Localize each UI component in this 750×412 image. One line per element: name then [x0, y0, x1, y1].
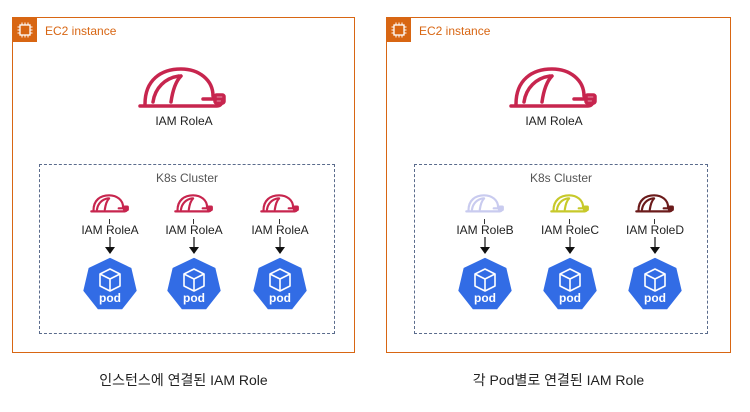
arrow-down-icon — [275, 237, 285, 254]
arrow-down-icon — [650, 237, 660, 254]
pod-icon: pod — [250, 255, 310, 320]
hard-hat-icon — [635, 194, 674, 213]
k8s-cluster-left: K8s Cluster IAM RoleA — [39, 164, 335, 334]
pod-label: pod — [269, 291, 291, 305]
pod-icon: pod — [80, 255, 140, 320]
hard-hat-icon — [174, 194, 213, 213]
connector-line — [193, 219, 194, 224]
pod-role-label: IAM RoleA — [81, 223, 139, 237]
main-role-label: IAM RoleA — [525, 114, 583, 128]
pod-label: pod — [559, 291, 581, 305]
main-role-label: IAM RoleA — [155, 114, 213, 128]
main-role-hard-hat-icon — [138, 67, 226, 108]
pod-column: IAM RoleD pod — [615, 189, 695, 329]
arrow-down-icon — [565, 237, 575, 254]
ec2-instance-panel-right: EC2 instance IAM RoleA K8s Cluster — [386, 17, 731, 353]
arrow-down-icon — [480, 237, 490, 254]
pod-icon: pod — [455, 255, 515, 320]
k8s-cluster-label: K8s Cluster — [529, 171, 593, 185]
connector-line — [569, 219, 570, 224]
ec2-instance-label: EC2 instance — [45, 24, 117, 38]
pod-column: IAM RoleA pod — [70, 189, 150, 329]
connector-line — [279, 219, 280, 224]
pod-label: pod — [644, 291, 666, 305]
pod-label: pod — [99, 291, 121, 305]
pod-column: IAM RoleB pod — [445, 189, 525, 329]
pod-role-label: IAM RoleA — [165, 223, 223, 237]
connector-line — [654, 219, 655, 224]
arrow-down-icon — [189, 237, 199, 254]
pod-label: pod — [474, 291, 496, 305]
pod-column: IAM RoleA pod — [240, 189, 320, 329]
caption-left: 인스턴스에 연결된 IAM Role — [99, 372, 268, 388]
pod-label: pod — [183, 291, 205, 305]
main-role-hard-hat-icon — [509, 67, 597, 108]
ec2-chip-icon — [387, 18, 411, 42]
caption-right: 각 Pod별로 연결된 IAM Role — [472, 372, 645, 388]
hard-hat-icon — [260, 194, 299, 213]
pod-role-label: IAM RoleD — [625, 223, 684, 237]
ec2-instance-label: EC2 instance — [419, 24, 491, 38]
pod-icon: pod — [625, 255, 685, 320]
hard-hat-icon — [90, 194, 129, 213]
ec2-instance-panel-left: EC2 instance IAM RoleA K8s Cluster — [12, 17, 355, 353]
arrow-down-icon — [105, 237, 115, 254]
ec2-chip-icon — [13, 18, 37, 42]
pod-icon: pod — [164, 255, 224, 320]
k8s-cluster-right: K8s Cluster IAM RoleB — [414, 164, 708, 334]
connector-line — [109, 219, 110, 224]
pod-column: IAM RoleC pod — [530, 189, 610, 329]
hard-hat-icon — [465, 194, 504, 213]
k8s-cluster-label: K8s Cluster — [155, 171, 219, 185]
pod-role-label: IAM RoleC — [540, 223, 599, 237]
pod-icon: pod — [540, 255, 600, 320]
connector-line — [484, 219, 485, 224]
hard-hat-icon — [550, 194, 589, 213]
pod-column: IAM RoleA pod — [154, 189, 234, 329]
pod-role-label: IAM RoleB — [456, 223, 514, 237]
pod-role-label: IAM RoleA — [251, 223, 309, 237]
